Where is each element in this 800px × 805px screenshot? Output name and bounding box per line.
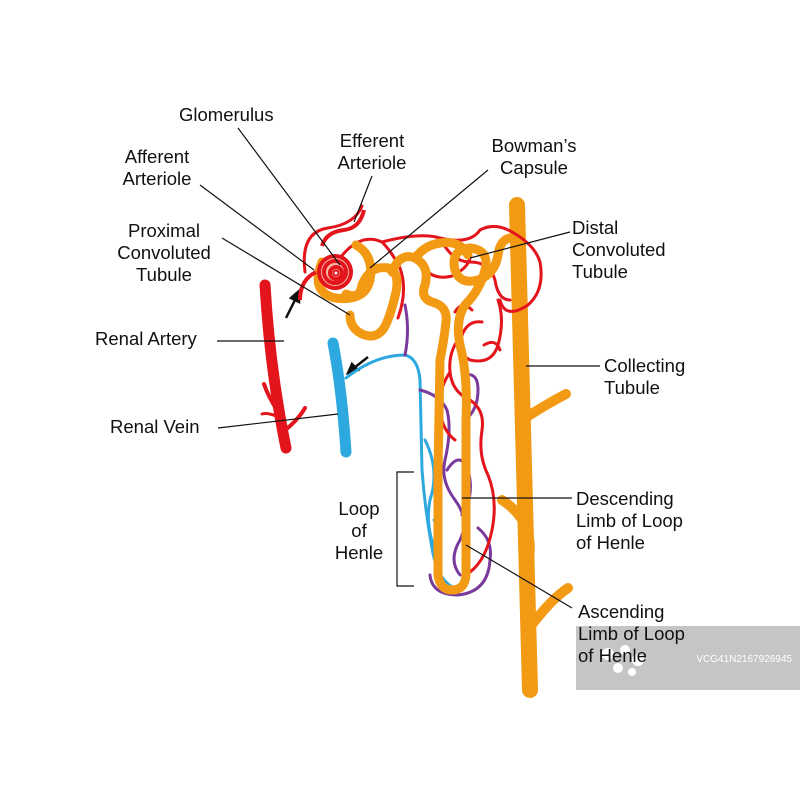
leader-lines	[199, 127, 600, 609]
collecting-line-1: Collecting	[604, 355, 686, 376]
watermark-id: VCG41N2167926945	[696, 654, 792, 665]
glomerulus-label-text: Glomerulus	[179, 104, 274, 125]
afferent-line-2: Arteriole	[122, 168, 192, 189]
ascending-line-2: Limb of Loop	[578, 623, 685, 644]
label-glomerulus: Glomerulus	[179, 104, 274, 126]
label-afferent-arteriole: Afferent Arteriole	[105, 146, 209, 190]
afferent-line-1: Afferent	[124, 146, 190, 167]
efferent-line-1: Efferent	[339, 130, 405, 151]
loop-line-3: Henle	[334, 542, 384, 563]
label-proximal-convoluted-tubule: Proximal Convoluted Tubule	[104, 220, 224, 286]
renal-artery-text: Renal Artery	[95, 328, 197, 349]
glomerulus-core	[332, 269, 340, 277]
renal-artery	[259, 279, 307, 454]
label-renal-vein: Renal Vein	[110, 416, 199, 438]
distal-line-2: Convoluted	[572, 239, 666, 260]
label-renal-artery: Renal Artery	[95, 328, 197, 350]
label-ascending-limb: Ascending Limb of Loop of Henle	[578, 601, 685, 667]
descending-line-1: Descending	[576, 488, 674, 509]
label-loop-of-henle: Loop of Henle	[326, 498, 392, 564]
collecting-line-2: Tubule	[604, 377, 660, 398]
bowmans-line-2: Capsule	[500, 157, 568, 178]
watermark-band: VCG41N2167926945	[576, 626, 800, 690]
ascending-line-1: Ascending	[578, 601, 665, 622]
label-distal-convoluted-tubule: Distal Convoluted Tubule	[572, 217, 666, 283]
distal-line-1: Distal	[572, 217, 619, 238]
efferent-line-2: Arteriole	[337, 152, 407, 173]
distal-line-3: Tubule	[572, 261, 628, 282]
collecting-tubule	[497, 197, 573, 698]
proximal-line-3: Tubule	[136, 264, 192, 285]
label-descending-limb: Descending Limb of Loop of Henle	[576, 488, 683, 554]
vcg-logo-icon	[602, 645, 644, 676]
descending-line-3: of Henle	[576, 532, 645, 553]
label-collecting-tubule: Collecting Tubule	[604, 355, 685, 399]
proximal-line-1: Proximal	[128, 220, 200, 241]
loop-line-1: Loop	[338, 498, 380, 519]
loop-line-2: of	[351, 520, 367, 541]
nephron-tubule	[313, 233, 515, 595]
label-bowmans-capsule: Bowman’s Capsule	[480, 135, 588, 179]
bowmans-line-1: Bowman’s	[491, 135, 577, 156]
proximal-line-2: Convoluted	[117, 242, 211, 263]
descending-line-2: Limb of Loop	[576, 510, 683, 531]
label-efferent-arteriole: Efferent Arteriole	[322, 130, 422, 174]
renal-vein-text: Renal Vein	[110, 416, 200, 437]
renal-vein	[327, 337, 352, 458]
ascending-line-3: of Henle	[578, 645, 647, 666]
